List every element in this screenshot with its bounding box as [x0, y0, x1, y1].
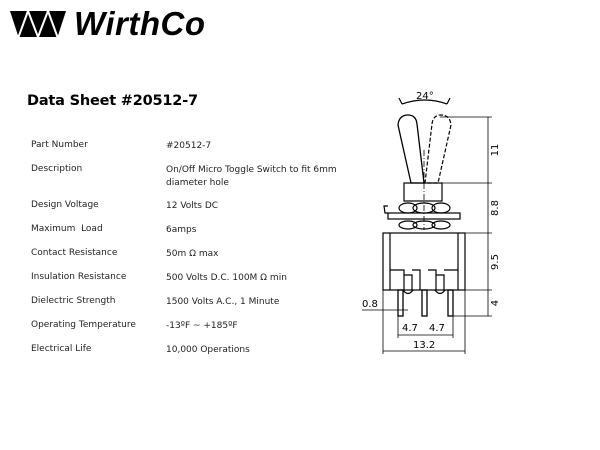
page-title: Data Sheet #20512-7 — [27, 93, 198, 109]
brand-logo: WirthCo — [10, 5, 206, 42]
spec-label: Design Voltage — [31, 200, 99, 210]
spec-value-line2: diameter hole — [166, 178, 229, 188]
overall-width-dimension: 13.2 — [413, 340, 435, 351]
spec-value: 1500 Volts A.C., 1 Minute — [166, 297, 280, 307]
spec-label: Description — [31, 164, 83, 174]
terminal-width-dimension: 0.8 — [362, 299, 378, 310]
lever-dimension: 11 — [490, 144, 501, 157]
wirthco-triangles-logo-icon — [10, 10, 66, 38]
spec-label: Part Number — [31, 140, 88, 150]
spec-value: On/Off Micro Toggle Switch to fit 6mm dia… — [166, 164, 337, 190]
pitch-left-dimension: 4.7 — [402, 323, 418, 334]
spec-value-line1: On/Off Micro Toggle Switch to fit 6mm — [166, 165, 337, 175]
spec-value: 50m Ω max — [166, 249, 219, 259]
spec-label: Electrical Life — [31, 344, 92, 354]
spec-label: Operating Temperature — [31, 320, 136, 330]
spec-value: -13ºF ~ +185ºF — [166, 321, 238, 331]
toggle-switch-drawing: 24° 11 8.8 9.5 4 0.8 4.7 4.7 13.2 — [362, 91, 501, 354]
spec-label: Maximum Load — [31, 224, 103, 234]
spec-label: Insulation Resistance — [31, 272, 127, 282]
spec-value: 10,000 Operations — [166, 345, 250, 355]
spec-label: Dielectric Strength — [31, 296, 116, 306]
spec-value: #20512-7 — [166, 141, 212, 151]
bushing-dimension: 8.8 — [490, 200, 501, 216]
brand-name: WirthCo — [74, 5, 206, 42]
body-dimension: 9.5 — [490, 254, 501, 270]
spec-value: 500 Volts D.C. 100M Ω min — [166, 273, 287, 283]
spec-label: Contact Resistance — [31, 248, 118, 258]
spec-value: 12 Volts DC — [166, 201, 219, 211]
spec-value: 6amps — [166, 225, 197, 235]
terminal-dimension: 4 — [490, 300, 501, 306]
pitch-right-dimension: 4.7 — [429, 323, 445, 334]
angle-dimension: 24° — [416, 91, 434, 102]
